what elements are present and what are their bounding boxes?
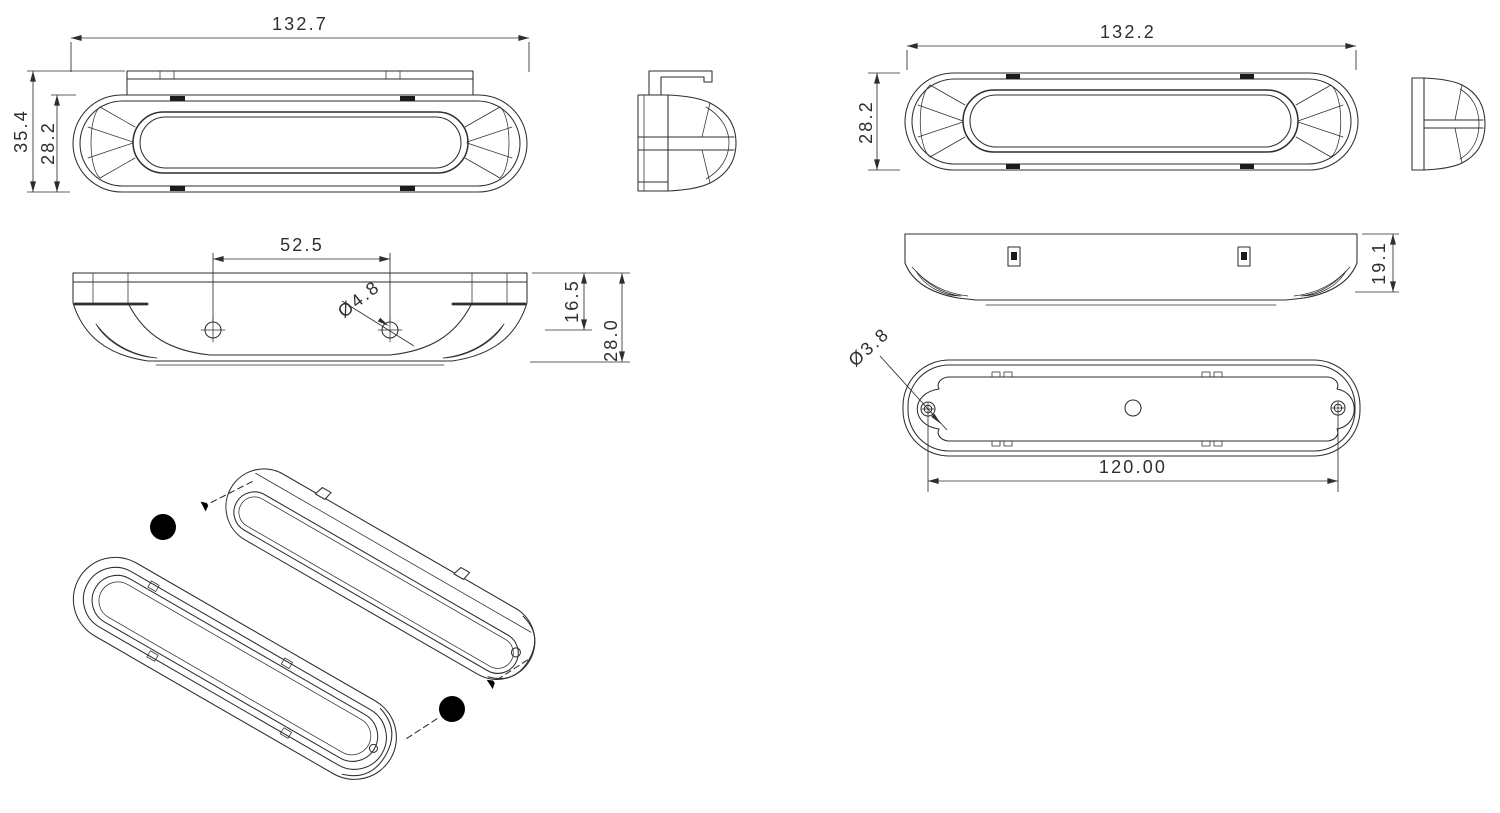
dim-a-width-label: 132.7: [272, 14, 328, 34]
dim-a-overall-height: 35.4: [11, 70, 125, 193]
dim-a-hole-spacing-label: 52.5: [280, 235, 324, 255]
lamp-a-side-view: [637, 70, 737, 192]
dim-a-hole-dia: Ø4.8: [334, 276, 415, 347]
dim-b-hole-dia-label: Ø3.8: [845, 324, 894, 371]
dim-b-depth: 19.1: [1355, 233, 1399, 293]
dim-a-depth-label: 28.0: [601, 318, 621, 362]
dim-b-height: 28.2: [856, 72, 900, 171]
dim-b-height-label: 28.2: [856, 100, 876, 144]
dim-a-depth: 28.0: [530, 273, 630, 363]
dim-a-lens-offset: 16.5: [532, 272, 630, 331]
lamp-b-back-view: [902, 359, 1361, 457]
dim-b-width-label: 132.2: [1100, 22, 1156, 42]
screw-top: [145, 481, 253, 545]
dim-a-body-height: 28.2: [38, 94, 76, 192]
dim-a-body-height-label: 28.2: [38, 121, 58, 165]
dim-b-width: 132.2: [906, 22, 1357, 70]
dim-a-hole-dia-label: Ø4.8: [334, 276, 384, 321]
exploded-isometric-view: [72, 468, 536, 780]
dim-b-hole-spacing: 120.00: [927, 415, 1339, 492]
screw-bottom: [406, 658, 530, 739]
bezel-housing: [72, 556, 397, 780]
dim-b-depth-label: 19.1: [1369, 241, 1389, 285]
lamp-b-front-view: [904, 72, 1359, 171]
dim-a-overall-height-label: 35.4: [11, 109, 31, 153]
dim-a-width: 132.7: [70, 14, 530, 72]
dim-b-hole-dia: Ø3.8: [845, 324, 948, 431]
wire-hole-center: [1124, 399, 1142, 417]
lamp-b-side-view: [1411, 77, 1486, 171]
dim-b-hole-spacing-label: 120.00: [1099, 457, 1167, 477]
lamp-a-front-view: [72, 70, 528, 193]
lamp-b-top-view: [904, 233, 1358, 306]
dim-a-hole-spacing: 52.5: [212, 235, 391, 322]
dim-a-lens-offset-label: 16.5: [562, 279, 582, 323]
rear-shell-housing: [225, 468, 536, 680]
lamp-a-top-view: [72, 272, 528, 366]
